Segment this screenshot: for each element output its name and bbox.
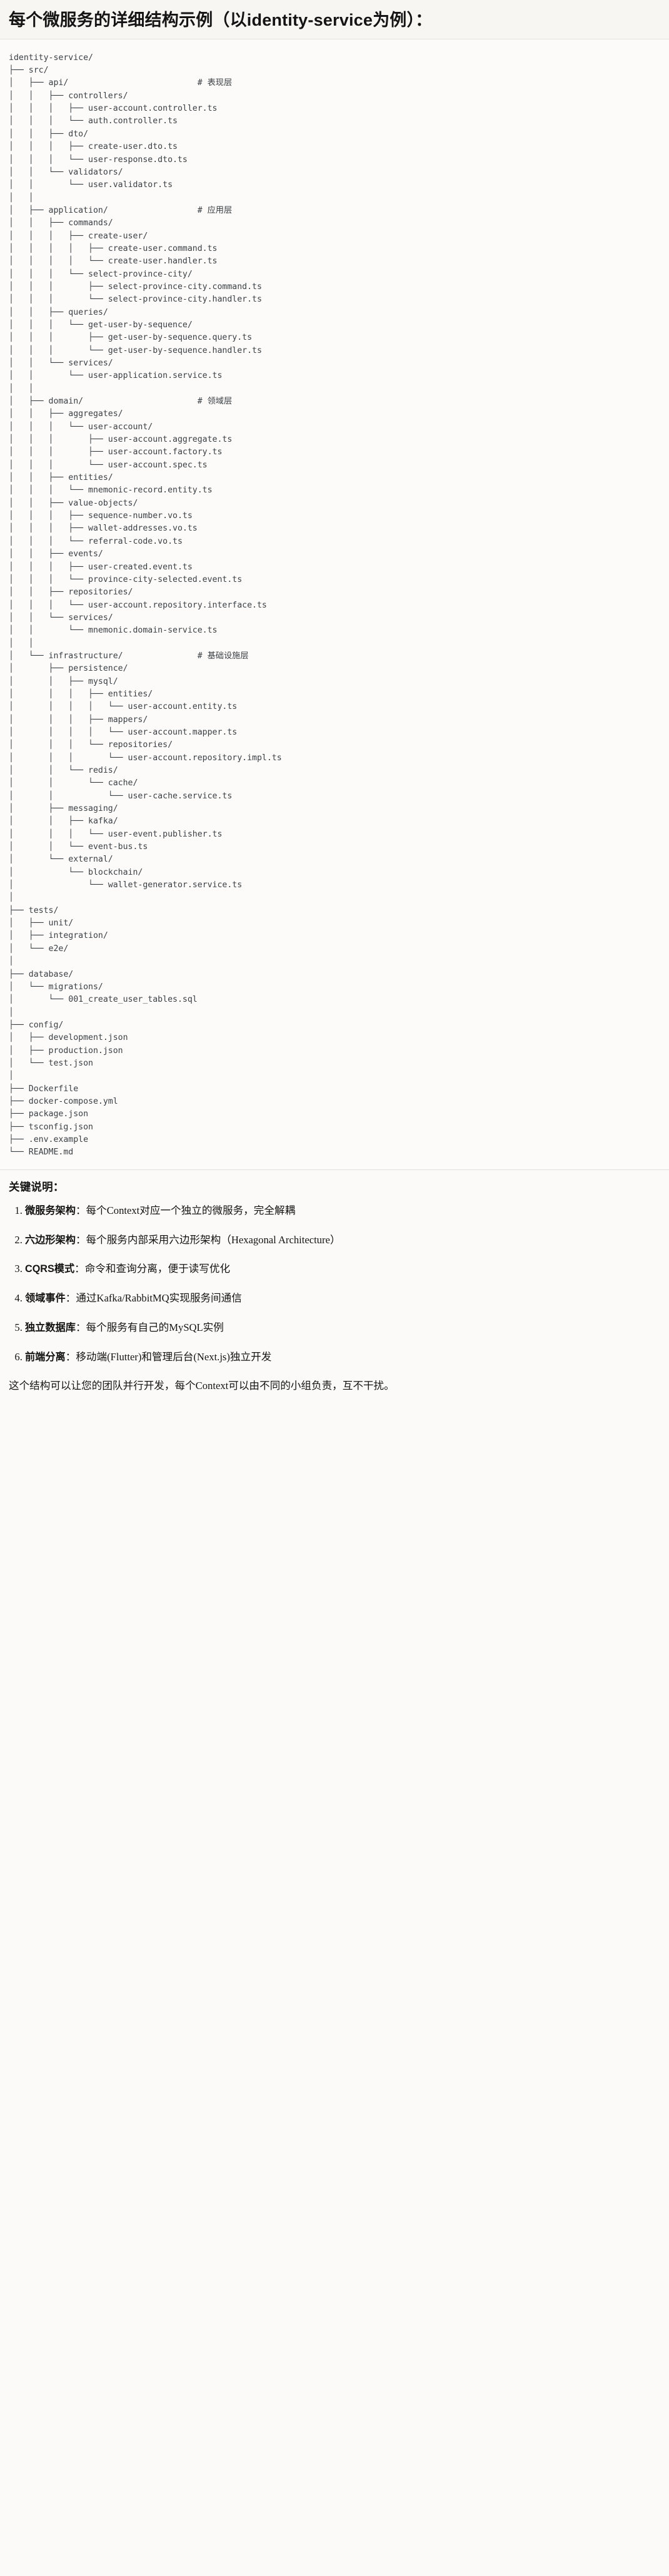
key-note-body: 每个Context对应一个独立的微服务，完全解耦 [86, 1204, 296, 1216]
key-note-separator: ： [75, 1233, 86, 1246]
key-note-item: 前端分离：移动端(Flutter)和管理后台(Next.js)独立开发 [25, 1350, 660, 1365]
tree-comment: # 表现层 [197, 78, 233, 88]
key-notes-list: 微服务架构：每个Context对应一个独立的微服务，完全解耦六边形架构：每个服务… [9, 1203, 660, 1365]
key-note-item: CQRS模式：命令和查询分离，便于读写优化 [25, 1261, 660, 1277]
key-note-term: CQRS模式 [25, 1263, 75, 1275]
directory-tree-block: identity-service/ ├── src/ │ ├── api/ # … [0, 39, 669, 1169]
key-note-body: 移动端(Flutter)和管理后台(Next.js)独立开发 [76, 1351, 272, 1363]
closing-paragraph: 这个结构可以让您的团队并行开发，每个Context可以由不同的小组负责，互不干扰… [9, 1380, 395, 1392]
key-notes-section: 关键说明： 微服务架构：每个Context对应一个独立的微服务，完全解耦六边形架… [0, 1169, 669, 1413]
key-note-item: 六边形架构：每个服务内部采用六边形架构（Hexagonal Architectu… [25, 1233, 660, 1248]
directory-tree-text: identity-service/ ├── src/ │ ├── api/ # … [9, 53, 282, 1158]
key-note-separator: ： [75, 1204, 86, 1216]
key-note-separator: ： [65, 1351, 76, 1363]
key-note-term: 领域事件 [25, 1293, 66, 1305]
key-note-item: 领域事件：通过Kafka/RabbitMQ实现服务间通信 [25, 1291, 660, 1306]
key-note-term: 独立数据库 [25, 1322, 76, 1334]
directory-tree: identity-service/ ├── src/ │ ├── api/ # … [9, 52, 660, 1159]
key-note-separator: ： [65, 1292, 76, 1305]
key-note-body: 通过Kafka/RabbitMQ实现服务间通信 [76, 1292, 242, 1305]
key-note-body: 每个服务内部采用六边形架构（Hexagonal Architecture） [86, 1233, 341, 1246]
key-note-term: 微服务架构 [25, 1204, 76, 1216]
page-title: 每个微服务的详细结构示例（以identity-service为例）： [0, 0, 669, 39]
tree-comment: # 基础设施层 [197, 651, 249, 661]
key-note-separator: ： [75, 1321, 86, 1334]
key-note-item: 微服务架构：每个Context对应一个独立的微服务，完全解耦 [25, 1203, 660, 1219]
key-note-term: 六边形架构 [25, 1234, 76, 1246]
key-note-item: 独立数据库：每个服务有自己的MySQL实例 [25, 1320, 660, 1336]
key-note-body: 每个服务有自己的MySQL实例 [86, 1321, 224, 1334]
key-note-body: 命令和查询分离，便于读写优化 [84, 1263, 231, 1275]
tree-divider [0, 1169, 669, 1170]
key-note-term: 前端分离 [25, 1352, 66, 1363]
key-note-separator: ： [74, 1263, 85, 1275]
key-notes-title: 关键说明： [9, 1180, 64, 1193]
tree-comment: # 应用层 [197, 205, 233, 215]
tree-comment: # 领域层 [197, 397, 233, 407]
